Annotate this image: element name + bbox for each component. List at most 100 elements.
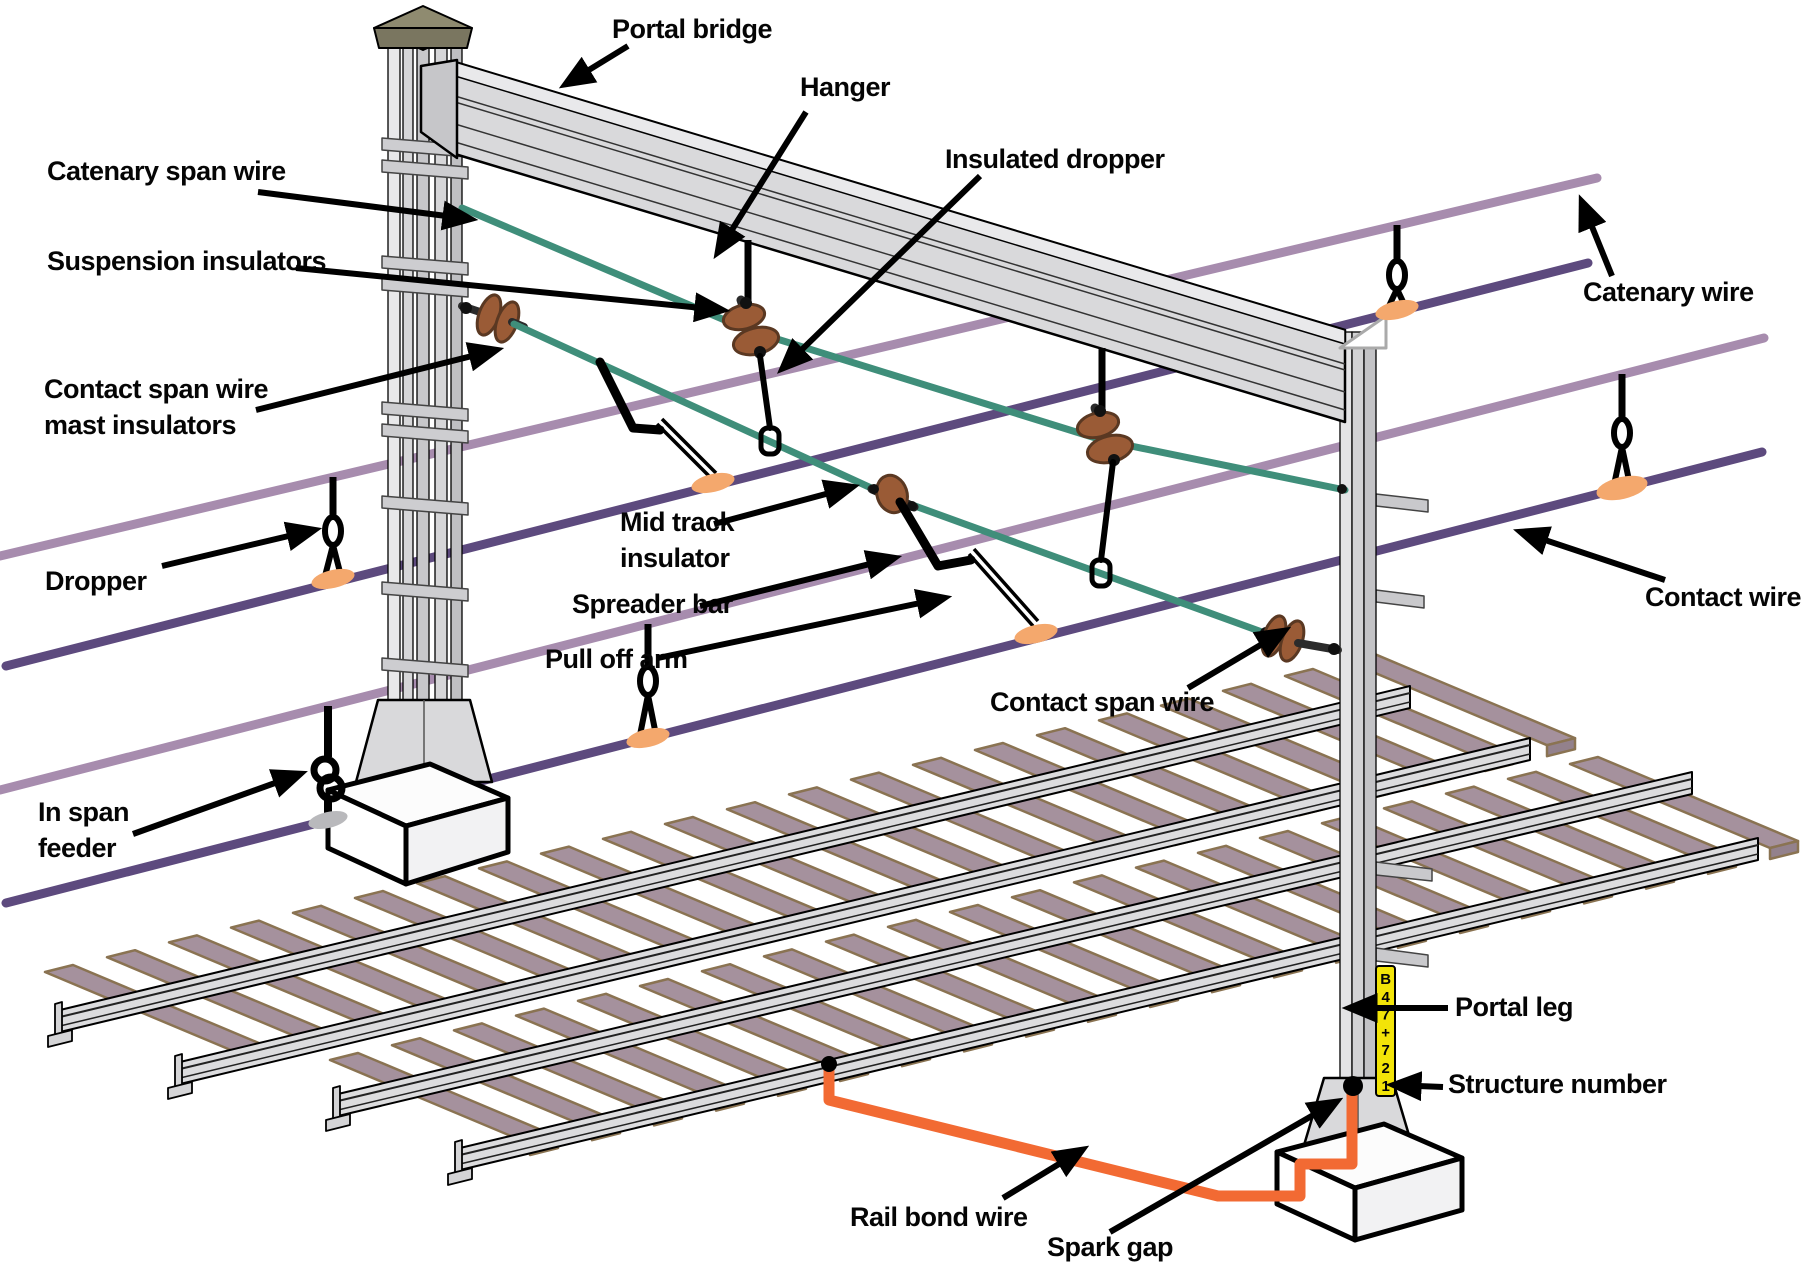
structure-number-sign xyxy=(1375,965,1396,1097)
right-mast-bracket xyxy=(1375,493,1429,513)
C xyxy=(460,302,472,314)
right-portal-leg: B47+721 xyxy=(1274,331,1465,1243)
label-contact-span-wire: Contact span wire xyxy=(990,626,1292,717)
label-arrow-insulated-dropper xyxy=(776,173,983,374)
rail-end-profile xyxy=(47,1029,73,1048)
L xyxy=(337,778,1693,1102)
left-mast-band xyxy=(381,581,469,602)
dropper-1-legs xyxy=(322,542,344,579)
dropper-3-eye xyxy=(1386,258,1408,292)
clamp xyxy=(1596,475,1648,501)
right-foundation-right xyxy=(1352,1155,1465,1243)
label-arrow-in-span-feeder xyxy=(131,769,308,837)
spreader-bar-2 xyxy=(972,547,1040,623)
dropper-2-legs xyxy=(637,692,659,738)
near-contact-wire xyxy=(1,447,1767,908)
insulated-dropper-1 xyxy=(757,353,773,431)
label-arrow-contact-span-wire-mast-insulators xyxy=(255,342,505,413)
rail-bond-dot xyxy=(821,1056,837,1072)
label-text-hanger: Hanger xyxy=(800,72,891,102)
sleeper-front xyxy=(1768,839,1800,861)
spreader-bar-1 xyxy=(660,417,718,475)
label-text-rail-bond-wire: Rail bond wire xyxy=(850,1202,1028,1232)
sign-char: 4 xyxy=(1381,989,1390,1006)
left-mast-band xyxy=(381,255,469,276)
label-text-contact-span-wire-mast-insulators: mast insulators xyxy=(44,410,236,440)
label-arrow-structure-number xyxy=(1385,1071,1444,1102)
near-track-far-rail xyxy=(337,771,1693,1117)
label-catenary-wire: Catenary wire xyxy=(1578,194,1755,307)
label-text-in-span-feeder: feeder xyxy=(38,833,117,863)
L xyxy=(59,692,1411,1018)
label-text-portal-bridge: Portal bridge xyxy=(612,14,773,44)
beam-end-cap xyxy=(419,58,459,160)
span-anchor xyxy=(1337,484,1347,494)
catenary-span-wire xyxy=(458,204,1349,494)
label-text-contact-span-wire: Contact span wire xyxy=(990,687,1215,717)
insulated-dropper-2 xyxy=(1098,459,1116,563)
left-mast-band xyxy=(381,159,469,180)
clamp xyxy=(311,568,355,590)
label-arrow-hanger xyxy=(713,110,809,260)
spark-gap-dot xyxy=(1343,1076,1363,1096)
L xyxy=(59,701,1411,1027)
label-text-spark-gap: Spark gap xyxy=(1047,1232,1173,1262)
label-contact-wire: Contact wire xyxy=(1513,526,1802,612)
label-arrow-contact-span-wire xyxy=(1186,626,1292,691)
rail-bond xyxy=(821,1056,1363,1202)
left-mast-cap-skirt xyxy=(373,27,473,49)
label-insulated-dropper: Insulated dropper xyxy=(776,144,1166,374)
label-text-contact-span-wire-mast-insulators: Contact span wire xyxy=(44,374,269,404)
C xyxy=(1094,405,1106,417)
left-mast-band xyxy=(381,401,469,422)
label-arrow-spreader-bar xyxy=(699,550,903,609)
L xyxy=(179,744,1531,1070)
label-suspension-insulators: Suspension insulators xyxy=(47,246,731,323)
rail-bond-wire xyxy=(823,1062,1358,1202)
dropper-4-eye xyxy=(1611,416,1633,450)
label-arrow-mid-track-insulator xyxy=(713,479,861,527)
C xyxy=(754,346,766,358)
L xyxy=(459,853,1759,1165)
pull-off-arm-1 xyxy=(595,357,665,435)
right-mast-bracket xyxy=(1375,947,1429,968)
sleeper-front xyxy=(1545,736,1577,758)
portal-bridge xyxy=(419,58,1388,424)
left-mast-band xyxy=(381,495,469,516)
label-text-catenary-wire: Catenary wire xyxy=(1583,277,1754,307)
label-arrow-portal-bridge xyxy=(558,43,630,89)
track-far xyxy=(43,652,1577,1100)
clamp xyxy=(691,472,735,494)
dropper-link xyxy=(758,425,782,457)
spreader-bar-2 xyxy=(967,552,1035,628)
label-text-catenary-span-wire: Catenary span wire xyxy=(47,156,286,186)
L xyxy=(459,844,1759,1156)
C xyxy=(869,484,879,494)
L xyxy=(337,787,1693,1111)
label-spark-gap: Spark gap xyxy=(1047,1097,1344,1262)
label-pull-off-arm: Pull off arm xyxy=(545,588,953,674)
label-portal-leg: Portal leg xyxy=(1341,992,1574,1023)
label-arrow-catenary-span-wire xyxy=(257,189,479,231)
sign-char: 1 xyxy=(1381,1078,1389,1095)
label-arrow-contact-wire xyxy=(1513,526,1666,583)
label-text-structure-number: Structure number xyxy=(1448,1069,1668,1099)
left-mast-band xyxy=(381,657,469,678)
sign-char: 7 xyxy=(1381,1007,1389,1024)
right-mast-flag xyxy=(1338,314,1388,350)
label-text-suspension-insulators: Suspension insulators xyxy=(47,246,326,276)
L xyxy=(454,101,1346,371)
label-dropper: Dropper xyxy=(45,521,323,596)
C xyxy=(740,297,752,309)
label-arrow-rail-bond-wire xyxy=(1001,1145,1090,1201)
clamp xyxy=(1014,623,1058,645)
label-text-insulated-dropper: Insulated dropper xyxy=(945,144,1166,174)
right-mast-strip xyxy=(1339,331,1353,1163)
label-arrow-catenary-wire xyxy=(1578,194,1615,278)
right-mast-bracket xyxy=(1375,589,1425,609)
sign-char: + xyxy=(1381,1024,1390,1041)
